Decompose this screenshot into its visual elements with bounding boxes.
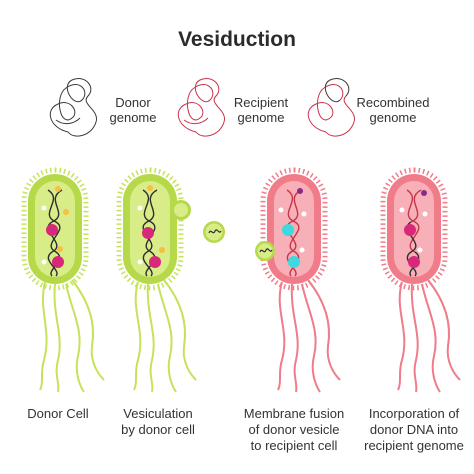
recipient-cell-cilia-4 [380,167,448,291]
recipient-cell-3 [255,167,341,393]
dot-yellow [55,186,61,192]
recipient-cell-cilia-3 [260,167,328,291]
budding-vesicle [171,200,191,220]
dot-white [422,211,428,217]
donor-cell-cilia-1 [21,167,89,291]
recipient-cell-4 [380,167,461,393]
dot-white [417,247,423,253]
recipient-flagella-3 [277,279,341,393]
dot-white [399,207,405,213]
plasmid-cyan [288,256,300,268]
plasmid-magenta [46,224,58,236]
caption-incorporation: Incorporation of donor DNA into recipien… [364,406,464,453]
dot-yellow [159,247,165,253]
legend-label-recipient-genome: Recipient genome [233,95,289,125]
plasmid-magenta [52,256,64,268]
dot-yellow [147,185,153,191]
legend-recipient-genome-icon [177,78,225,137]
legend-label-recombined-genome: Recombined genome [356,95,430,125]
dot-purple [297,188,303,194]
dot-white [137,205,143,211]
plasmid-magenta [142,227,154,239]
dot-white [278,207,284,213]
plasmid-magenta [408,256,420,268]
legend-label-donor-genome: Donor genome [109,95,157,125]
recipient-flagella-4 [397,279,461,393]
legend-recombined-genome-icon [307,78,355,137]
dot-white [299,247,305,253]
dot-white [41,205,47,211]
donor-cell-1 [21,167,105,393]
diagram-title: Vesiduction [178,28,296,51]
caption-membrane-fusion: Membrane fusion of donor vesicle to reci… [243,406,345,453]
legend-donor-genome-icon [49,78,97,137]
donor-cell-cilia-2 [116,167,184,291]
plasmid-cyan [282,224,294,236]
dot-yellow [63,209,69,215]
caption-vesiculation: Vesiculation by donor cell [121,406,195,437]
recipient-cell-cytoplasm-3 [274,181,314,277]
dot-purple [421,190,427,196]
donor-flagella-1 [39,279,105,393]
dot-white [137,259,143,265]
caption-donor-cell: Donor Cell [27,406,89,421]
donor-cell-2 [116,167,197,393]
plasmid-magenta [149,256,161,268]
free-vesicle [203,221,225,243]
dot-white [301,211,307,217]
donor-flagella-2 [133,279,197,393]
dot-yellow [57,246,63,252]
dot-white [41,259,47,265]
plasmid-magenta [404,224,416,236]
fusing-vesicle [255,241,275,261]
